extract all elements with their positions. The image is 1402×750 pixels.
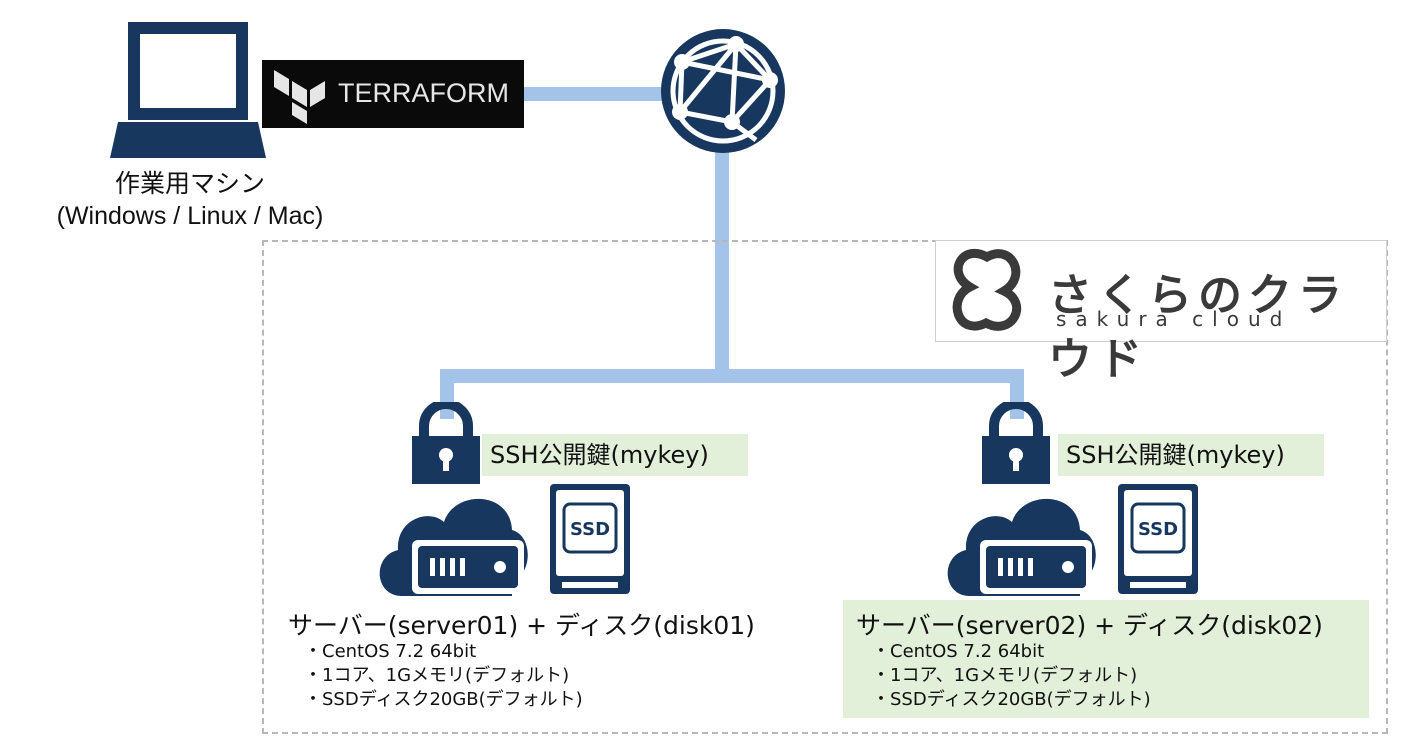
- server01-spec-os: ・CentOS 7.2 64bit: [304, 641, 477, 662]
- connector-terraform-internet: [520, 87, 680, 101]
- cloud-server-icon: [947, 498, 1096, 596]
- sakura-cloud-logo: さくらのクラウド sakura cloud: [935, 240, 1387, 385]
- server02-spec-disk: ・SSDディスク20GB(デフォルト): [872, 689, 1151, 710]
- workstation-label: 作業用マシン (Windows / Linux / Mac): [0, 168, 380, 232]
- server01-spec-cpu: ・1コア、1Gメモリ(デフォルト): [304, 665, 570, 686]
- server01-title: サーバー(server01) + ディスク(disk01): [288, 611, 755, 640]
- server02-highlight-panel: [843, 600, 1369, 718]
- sakura-logo-icon: [952, 248, 1021, 331]
- lock-icon: [412, 402, 480, 484]
- terraform-logo: TERRAFORM: [262, 60, 524, 128]
- server02-spec-os: ・CentOS 7.2 64bit: [872, 641, 1045, 662]
- connector-internet-down: [715, 150, 729, 382]
- server02-spec-cpu: ・1コア、1Gメモリ(デフォルト): [872, 665, 1138, 686]
- connector-horizontal: [440, 369, 1024, 383]
- workstation-label-line2: (Windows / Linux / Mac): [56, 202, 324, 230]
- ssd-label: SSD: [570, 519, 610, 540]
- workstation-label-line1: 作業用マシン: [114, 170, 265, 198]
- ssd-icon: SSD: [550, 484, 630, 594]
- cloud-server-icon: [379, 498, 528, 596]
- ssh-key-label-server01: SSH公開鍵(mykey): [482, 434, 748, 476]
- terraform-mark-icon: [274, 70, 325, 124]
- sakura-cloud-boundary: [262, 240, 1388, 734]
- server01-spec-disk: ・SSDディスク20GB(デフォルト): [304, 689, 583, 710]
- sakura-cloud-title: さくらのクラウド: [1048, 270, 1348, 385]
- server02-title: サーバー(server02) + ディスク(disk02): [856, 611, 1323, 640]
- internet-globe-icon: [661, 29, 785, 153]
- sakura-cloud-subtitle: sakura cloud: [1056, 307, 1292, 331]
- ssh-key-label-server02: SSH公開鍵(mykey): [1058, 434, 1324, 476]
- ssd-label: SSD: [1138, 519, 1178, 540]
- laptop-icon: [110, 22, 266, 158]
- lock-icon: [982, 402, 1050, 484]
- terraform-text: TERRAFORM: [338, 78, 509, 108]
- ssd-icon: SSD: [1118, 484, 1198, 594]
